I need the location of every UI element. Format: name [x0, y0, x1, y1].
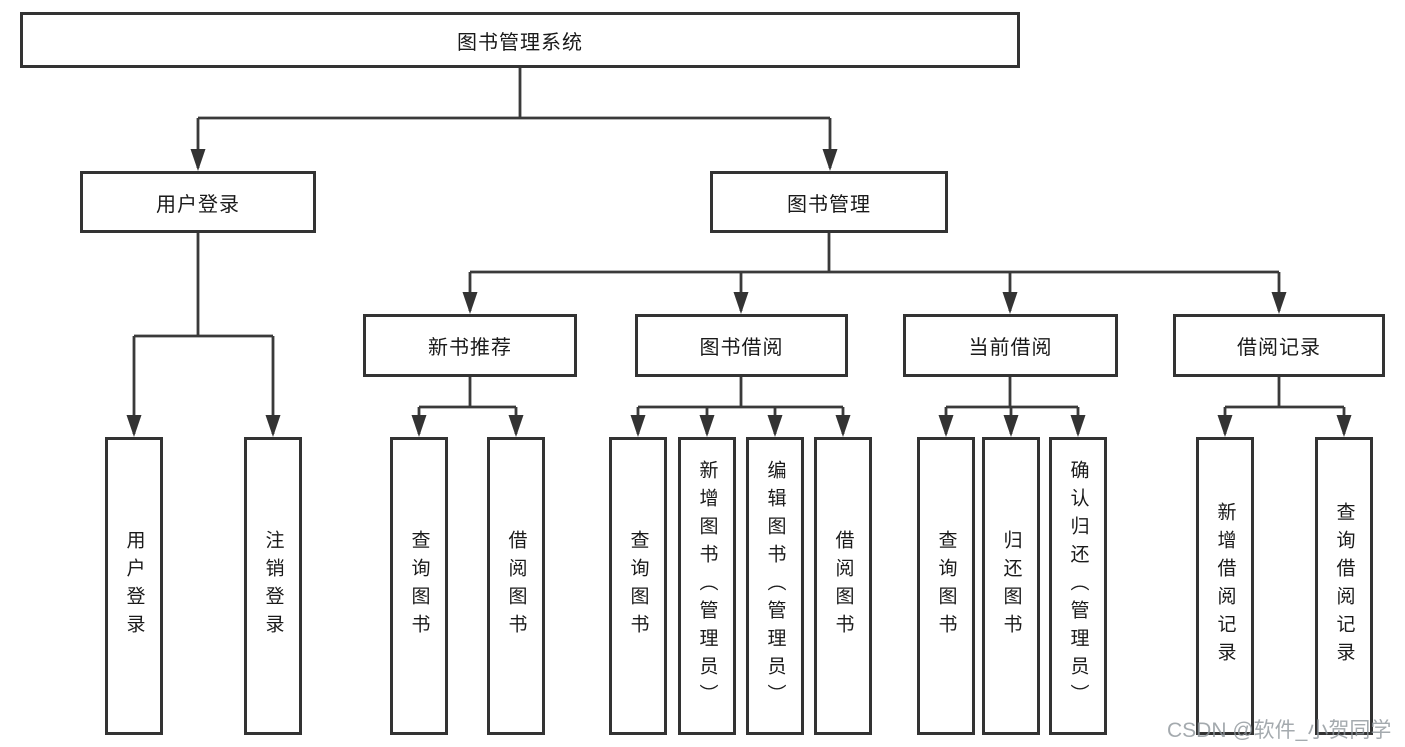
leaf-query-books-2: 查询图书 — [609, 437, 667, 735]
leaf-confirm-return-admin: 确认归还（管理员） — [1049, 437, 1107, 735]
leaf-edit-books-admin: 编辑图书（管理员） — [746, 437, 804, 735]
leaf-user-login: 用户登录 — [105, 437, 163, 735]
leaf-label: 确认归还（管理员） — [1067, 460, 1089, 712]
leaf-label: 新增图书（管理员） — [696, 460, 718, 712]
leaf-label: 编辑图书（管理员） — [764, 460, 786, 712]
leaf-label: 借阅图书 — [505, 530, 527, 642]
node-current-borrowing: 当前借阅 — [903, 314, 1118, 377]
leaf-add-borrow-record: 新增借阅记录 — [1196, 437, 1254, 735]
watermark: CSDN @软件_小贺同学 — [1167, 719, 1392, 742]
node-book-management: 图书管理 — [710, 171, 948, 233]
leaf-label: 查询图书 — [935, 530, 957, 642]
leaf-label: 查询图书 — [408, 530, 430, 642]
node-root: 图书管理系统 — [20, 12, 1020, 68]
leaf-label: 查询图书 — [627, 530, 649, 642]
leaf-query-books-3: 查询图书 — [917, 437, 975, 735]
leaf-label: 用户登录 — [123, 530, 145, 642]
leaf-borrow-books-1: 借阅图书 — [487, 437, 545, 735]
arrowheads — [126, 149, 1352, 437]
node-new-book-recommendation: 新书推荐 — [363, 314, 577, 377]
connector-paths — [132, 68, 1346, 434]
leaf-label: 归还图书 — [1000, 530, 1022, 642]
node-borrowing-records: 借阅记录 — [1173, 314, 1385, 377]
leaf-logout: 注销登录 — [244, 437, 302, 735]
leaf-label: 注销登录 — [262, 530, 284, 642]
leaf-return-books: 归还图书 — [982, 437, 1040, 735]
leaf-label: 查询借阅记录 — [1333, 502, 1355, 670]
leaf-borrow-books-2: 借阅图书 — [814, 437, 872, 735]
leaf-label: 新增借阅记录 — [1214, 502, 1236, 670]
node-user-login: 用户登录 — [80, 171, 316, 233]
leaf-label: 借阅图书 — [832, 530, 854, 642]
leaf-query-borrow-record: 查询借阅记录 — [1315, 437, 1373, 735]
leaf-query-books-1: 查询图书 — [390, 437, 448, 735]
leaf-add-books-admin: 新增图书（管理员） — [678, 437, 736, 735]
node-book-borrowing: 图书借阅 — [635, 314, 848, 377]
